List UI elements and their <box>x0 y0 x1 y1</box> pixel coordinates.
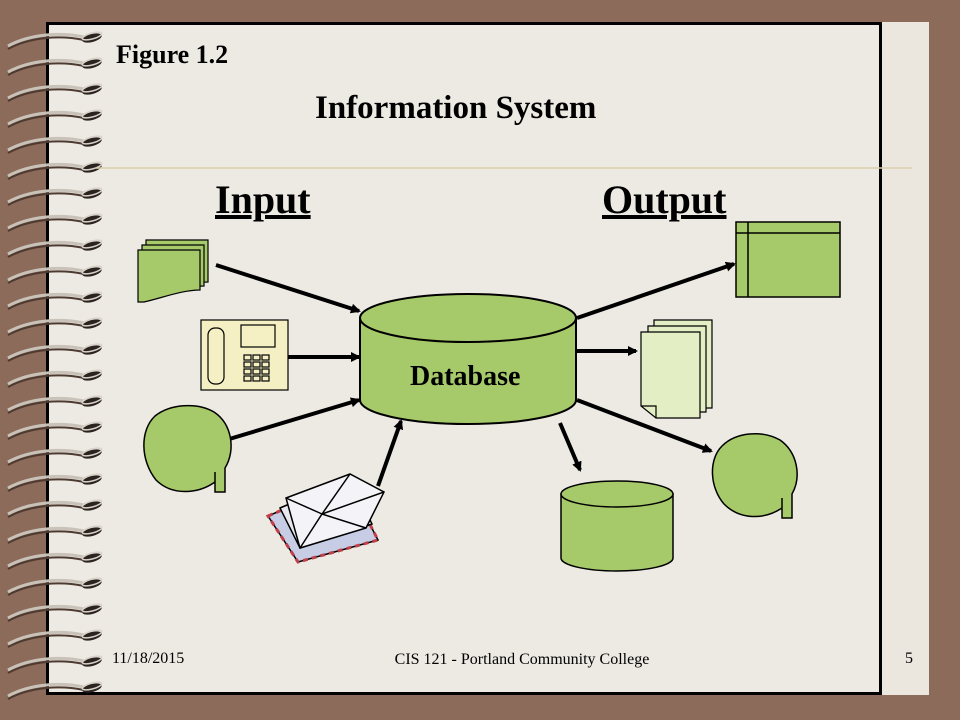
output-speech-bubble-icon <box>711 433 798 519</box>
notebook-rings <box>7 31 103 700</box>
database-label: Database <box>410 361 521 392</box>
notebook-ring <box>7 603 103 622</box>
notebook-ring <box>7 291 103 310</box>
notebook-ring <box>7 187 103 206</box>
notebook-ring <box>7 473 103 492</box>
input-heading: Input <box>215 177 311 222</box>
footer-date: 11/18/2015 <box>112 650 185 667</box>
notebook-ring <box>7 577 103 596</box>
notebook-ring <box>7 343 103 362</box>
notebook-ring <box>7 681 103 700</box>
slide-edge-strip <box>882 22 929 695</box>
notebook-ring <box>7 655 103 674</box>
database-storage-icon <box>560 480 674 572</box>
printed-documents-icon <box>640 319 713 419</box>
notebook-ring <box>7 629 103 648</box>
figure-label: Figure 1.2 <box>116 40 229 69</box>
notebook-ring <box>7 447 103 466</box>
slide-title: Information System <box>315 90 597 126</box>
output-heading: Output <box>602 177 727 222</box>
footer-course: CIS 121 - Portland Community College <box>394 651 650 668</box>
arrow-mail-to-database <box>376 419 404 487</box>
arrow-database-to-speech <box>576 398 713 453</box>
notebook-ring <box>7 265 103 284</box>
notebook-ring <box>7 57 103 76</box>
arrow-speech-to-database <box>225 397 361 442</box>
notebook-ring <box>7 369 103 388</box>
notebook-ring <box>7 161 103 180</box>
notebook-ring <box>7 551 103 570</box>
notebook-ring <box>7 395 103 414</box>
footer-page-number: 5 <box>905 650 913 667</box>
telephone-icon <box>200 319 289 391</box>
notebook-ring <box>7 317 103 336</box>
notebook-ring <box>7 421 103 440</box>
screen-icon <box>735 221 841 298</box>
arrow-documents-to-database <box>215 263 361 314</box>
notebook-ring <box>7 525 103 544</box>
notebook-ring <box>7 109 103 128</box>
arrow-database-to-storage <box>558 422 582 472</box>
notebook-ring <box>7 135 103 154</box>
notebook-ring <box>7 83 103 102</box>
mail-icon <box>265 473 385 564</box>
notebook-ring <box>7 499 103 518</box>
notebook-ring <box>7 213 103 232</box>
database-cylinder <box>359 293 577 425</box>
arrow-database-to-screen <box>576 261 736 320</box>
notebook-ring <box>7 239 103 258</box>
speech-bubble-icon <box>143 404 232 493</box>
notebook-ring <box>7 31 103 50</box>
documents-icon <box>137 239 209 303</box>
